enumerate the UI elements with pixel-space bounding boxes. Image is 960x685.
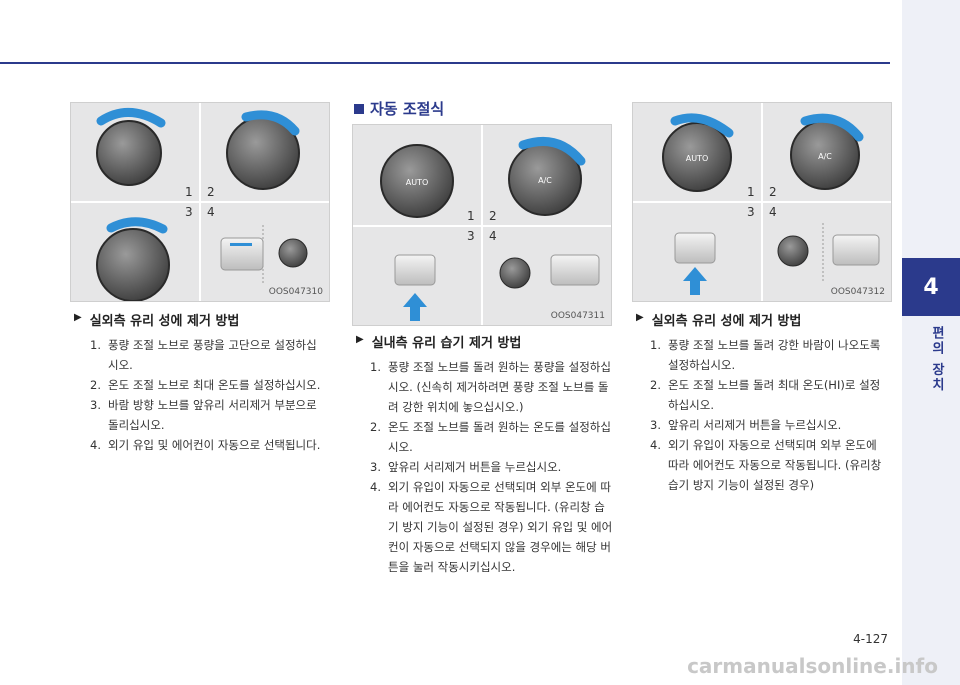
col2-steps: 1.풍량 조절 노브를 돌려 원하는 풍량을 설정하십시오. (신속히 제거하려… (370, 357, 614, 577)
rotate-arrow-icon (96, 108, 166, 128)
triangle-icon: ▶ (74, 312, 82, 323)
chapter-sidebar: 4 편의 장치 (902, 0, 960, 685)
col3-title: ▶ 실외측 유리 성에 제거 방법 (636, 312, 802, 329)
figure-manual-controls: 1 2 3 4 OOS047310 (70, 102, 330, 302)
list-item: 3.바람 방향 노브를 앞유리 서리제거 부분으로 돌리십시오. (90, 398, 317, 432)
auto-knob-icon (662, 122, 732, 192)
figure-auto-defog: AUTO A/C 1 2 3 4 OOS047311 (352, 124, 612, 326)
figure-label-4: 4 (769, 205, 777, 219)
chapter-label: 편의 장치 (929, 326, 944, 393)
list-item: 3.앞유리 서리제거 버튼을 누르십시오. (370, 460, 562, 474)
figure-code: OOS047311 (550, 311, 605, 321)
figure-label-2: 2 (489, 209, 497, 223)
list-item: 2.온도 조절 노브를 돌려 최대 온도(HI)로 설정하십시오. (650, 378, 881, 412)
list-item: 1.풍량 조절 노브로 풍량을 고단으로 설정하십시오. (90, 338, 317, 372)
defrost-button-icon (220, 237, 264, 271)
small-knob-icon (777, 235, 809, 267)
rotate-arrow-icon (800, 113, 864, 142)
knob-ac-label: A/C (818, 152, 832, 161)
list-item: 1.풍량 조절 노브를 돌려 강한 바람이 나오도록 설정하십시오. (650, 338, 881, 372)
figure-code: OOS047310 (268, 287, 323, 297)
figure-label-1: 1 (185, 185, 193, 199)
list-item: 2.온도 조절 노브를 돌려 원하는 온도를 설정하십시오. (370, 420, 611, 454)
press-arrow-icon (683, 267, 707, 295)
figure-label-3: 3 (747, 205, 755, 219)
figure-code: OOS047312 (830, 287, 885, 297)
knob-auto-label: AUTO (686, 154, 709, 163)
figure-label-4: 4 (489, 229, 497, 243)
recirc-button-icon (832, 234, 880, 266)
col2-title: ▶ 실내측 유리 습기 제거 방법 (356, 334, 522, 351)
figure-label-1: 1 (747, 185, 755, 199)
auto-knob-icon (380, 144, 454, 218)
figure-label-4: 4 (207, 205, 215, 219)
col1-steps: 1.풍량 조절 노브로 풍량을 고단으로 설정하십시오. 2.온도 조절 노브로… (90, 335, 326, 455)
figure-auto-defrost: AUTO A/C 1 2 3 4 OOS047312 (632, 102, 892, 302)
col1-title: ▶ 실외측 유리 성에 제거 방법 (74, 312, 240, 329)
square-bullet-icon (354, 103, 364, 114)
press-arrow-icon (403, 293, 427, 321)
list-item: 4.외기 유입이 자동으로 선택되며 외부 온도에 따라 에어컨도 자동으로 작… (650, 438, 882, 492)
figure-label-2: 2 (769, 185, 777, 199)
col3-steps: 1.풍량 조절 노브를 돌려 강한 바람이 나오도록 설정하십시오. 2.온도 … (650, 335, 890, 495)
figure-label-2: 2 (207, 185, 215, 199)
mode-knob-icon (96, 228, 170, 301)
rotate-arrow-icon (518, 136, 586, 166)
watermark-text: carmanualsonline.info (687, 654, 938, 678)
defrost-button-icon (674, 232, 716, 264)
figure-label-3: 3 (185, 205, 193, 219)
list-item: 4.외기 유입 및 에어컨이 자동으로 선택됩니다. (90, 438, 321, 452)
rotate-arrow-icon (241, 110, 300, 136)
recirc-button-icon (550, 254, 600, 286)
small-knob-icon (499, 257, 531, 289)
rotate-arrow-icon (670, 113, 734, 138)
list-item: 3.앞유리 서리제거 버튼을 누르십시오. (650, 418, 842, 432)
rotate-arrow-icon (106, 217, 168, 234)
small-knob-icon (278, 238, 308, 268)
chapter-number: 4 (902, 258, 960, 316)
header-rule (0, 62, 890, 64)
triangle-icon: ▶ (356, 334, 364, 345)
list-item: 1.풍량 조절 노브를 돌려 원하는 풍량을 설정하십시오. (신속히 제거하려… (370, 360, 611, 414)
defrost-button-icon (394, 254, 436, 286)
fan-knob-icon (96, 120, 162, 186)
list-item: 2.온도 조절 노브로 최대 온도를 설정하십시오. (90, 378, 321, 392)
figure-label-3: 3 (467, 229, 475, 243)
section-title: 자동 조절식 (354, 98, 444, 119)
figure-label-1: 1 (467, 209, 475, 223)
page-number: 4-127 (853, 632, 888, 646)
knob-ac-label: A/C (538, 176, 552, 185)
triangle-icon: ▶ (636, 312, 644, 323)
knob-auto-label: AUTO (406, 178, 429, 187)
list-item: 4.외기 유입이 자동으로 선택되며 외부 온도에 따라 에어컨도 자동으로 작… (370, 480, 613, 574)
